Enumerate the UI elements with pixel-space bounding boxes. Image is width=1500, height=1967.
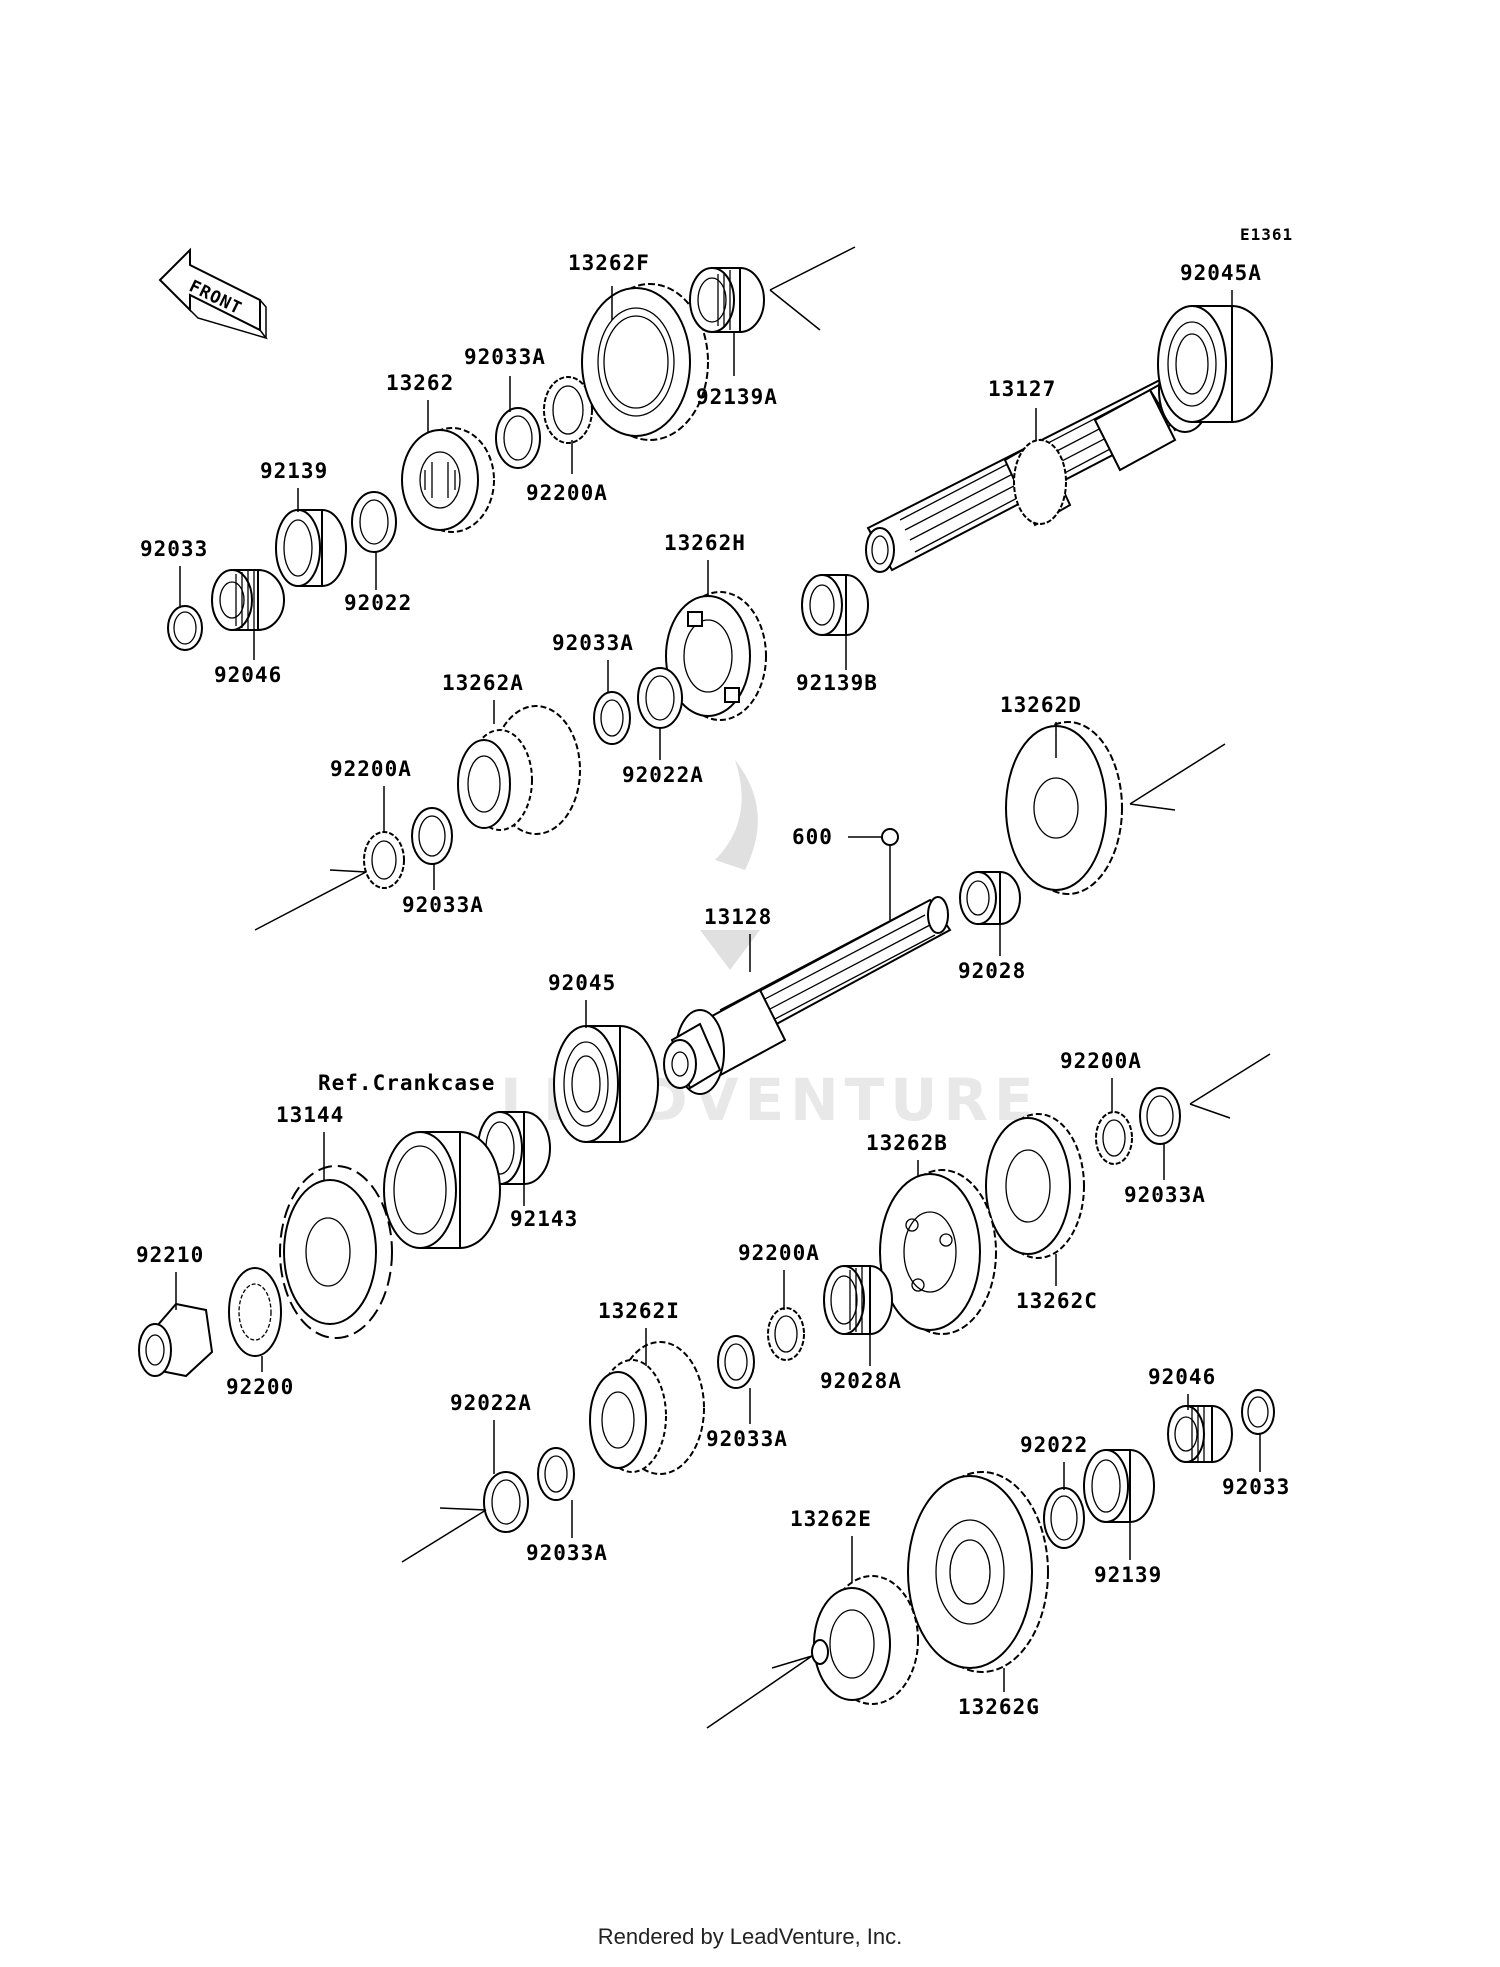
label-13262i[interactable]: 13262I: [598, 1299, 680, 1323]
label-92022-bottom[interactable]: 92022: [1020, 1433, 1088, 1457]
label-600[interactable]: 600: [792, 825, 833, 849]
toothed-washer-92200a-upper[interactable]: [543, 376, 593, 444]
snap-ring-92033a-upper[interactable]: [495, 407, 541, 469]
gear-13262d[interactable]: [1005, 721, 1123, 895]
label-13262c[interactable]: 13262C: [1016, 1289, 1098, 1313]
label-92028[interactable]: 92028: [958, 959, 1026, 983]
label-13262g[interactable]: 13262G: [958, 1695, 1040, 1719]
bushing-92028a[interactable]: [823, 1265, 893, 1335]
label-92200a-right[interactable]: 92200A: [1060, 1049, 1142, 1073]
assembly-arrow-bottom-left: [401, 1507, 487, 1563]
snap-ring-92033[interactable]: [167, 605, 203, 651]
collar-92139-bottom[interactable]: [1083, 1449, 1155, 1523]
label-92200a-lower[interactable]: 92200A: [738, 1241, 820, 1265]
gear-13262g[interactable]: [907, 1471, 1049, 1673]
gear-13262b[interactable]: [879, 1169, 997, 1335]
toothed-washer-92200a-right[interactable]: [1095, 1111, 1133, 1165]
gear-13262i[interactable]: [589, 1341, 705, 1475]
label-92022a-bottom[interactable]: 92022A: [450, 1391, 532, 1415]
needle-bearing-92046[interactable]: [211, 569, 285, 631]
footer-credit: Rendered by LeadVenture, Inc.: [597, 1924, 903, 1949]
toothed-washer-92200a-left[interactable]: [363, 831, 405, 889]
lock-washer-92200[interactable]: [228, 1267, 282, 1357]
snap-ring-92033a-lower[interactable]: [717, 1335, 755, 1389]
grease-point-icon: [881, 828, 899, 846]
label-92022a-mid[interactable]: 92022A: [622, 763, 704, 787]
snap-ring-92033a-bottom-left[interactable]: [537, 1447, 575, 1501]
snap-ring-92033a-left[interactable]: [411, 807, 453, 865]
label-92139-bottom[interactable]: 92139: [1094, 1563, 1162, 1587]
label-92200[interactable]: 92200: [226, 1375, 294, 1399]
label-92210[interactable]: 92210: [136, 1243, 204, 1267]
label-92033a-bottom[interactable]: 92033A: [526, 1541, 608, 1565]
shaft-13128[interactable]: [663, 896, 952, 1095]
label-13127[interactable]: 13127: [988, 377, 1056, 401]
snap-ring-92033a-mid[interactable]: [593, 691, 631, 745]
label-13262a[interactable]: 13262A: [442, 671, 524, 695]
ball-bearing-92045a[interactable]: [1157, 305, 1273, 423]
leader-lines: [175, 286, 1261, 1692]
label-13262h[interactable]: 13262H: [664, 531, 746, 555]
label-13262d[interactable]: 13262D: [1000, 693, 1082, 717]
label-92143[interactable]: 92143: [510, 1207, 578, 1231]
washer-92022a-bottom-left[interactable]: [483, 1471, 529, 1533]
assembly-arrow-right-upper: [1129, 743, 1226, 811]
gear-13262a[interactable]: [457, 705, 581, 835]
collar-92139[interactable]: [275, 509, 347, 587]
bushing-92139a[interactable]: [689, 267, 765, 333]
label-92033a-lower[interactable]: 92033A: [706, 1427, 788, 1451]
label-92045a[interactable]: 92045A: [1180, 261, 1262, 285]
label-92046[interactable]: 92046: [214, 663, 282, 687]
label-92139a[interactable]: 92139A: [696, 385, 778, 409]
label-13262f[interactable]: 13262F: [568, 251, 650, 275]
snap-ring-92033-bottom[interactable]: [1241, 1389, 1275, 1435]
bushing-92139b[interactable]: [801, 574, 869, 636]
assembly-arrow-left: [254, 869, 367, 931]
assembly-arrow-right-mid: [1189, 1053, 1271, 1119]
sprocket-13144[interactable]: [279, 1165, 393, 1339]
label-92033a-right[interactable]: 92033A: [1124, 1183, 1206, 1207]
washer-92022-bottom[interactable]: [1043, 1487, 1085, 1549]
label-92200a-upper[interactable]: 92200A: [526, 481, 608, 505]
label-92033-bottom[interactable]: 92033: [1222, 1475, 1290, 1499]
needle-bearing-92046-bottom[interactable]: [1167, 1405, 1233, 1463]
label-92200a-left[interactable]: 92200A: [330, 757, 412, 781]
label-92139b[interactable]: 92139B: [796, 671, 878, 695]
label-92033a-upper[interactable]: 92033A: [464, 345, 546, 369]
label-92033a-left[interactable]: 92033A: [402, 893, 484, 917]
nut-92210[interactable]: [138, 1302, 214, 1378]
gear-13262h[interactable]: [665, 591, 767, 721]
toothed-washer-92200a-lower[interactable]: [767, 1307, 805, 1361]
label-92022[interactable]: 92022: [344, 591, 412, 615]
label-92033[interactable]: 92033: [140, 537, 208, 561]
label-13262e[interactable]: 13262E: [790, 1507, 872, 1531]
watermark-logo: [700, 760, 760, 970]
washer-92022[interactable]: [351, 491, 397, 553]
label-13128[interactable]: 13128: [704, 905, 772, 929]
label-ref-crankcase: Ref.Crankcase: [318, 1071, 495, 1095]
assembly-arrow-bottom: [706, 1655, 813, 1729]
label-92033a-mid[interactable]: 92033A: [552, 631, 634, 655]
gear-13262[interactable]: [401, 427, 495, 533]
part-labels: 13262F 92139A 92045A 92033A 13262 92200A…: [136, 251, 1290, 1719]
oil-seal-crankcase[interactable]: [383, 1131, 501, 1249]
front-arrow-icon: FRONT: [158, 247, 268, 340]
gear-13262c[interactable]: [985, 1113, 1085, 1259]
washer-92022a-mid[interactable]: [637, 667, 683, 729]
assembly-arrow-upper: [769, 246, 856, 331]
snap-ring-92033a-right[interactable]: [1139, 1087, 1181, 1145]
label-13144[interactable]: 13144: [276, 1103, 344, 1127]
label-13262[interactable]: 13262: [386, 371, 454, 395]
label-13262b[interactable]: 13262B: [866, 1131, 948, 1155]
gear-13262e[interactable]: [811, 1575, 919, 1705]
label-92139[interactable]: 92139: [260, 459, 328, 483]
label-92046-bottom[interactable]: 92046: [1148, 1365, 1216, 1389]
diagram-code: E1361: [1240, 225, 1293, 244]
gear-13262f[interactable]: [581, 283, 709, 441]
label-92045[interactable]: 92045: [548, 971, 616, 995]
bushing-92028[interactable]: [959, 871, 1021, 925]
ball-bearing-92045[interactable]: [553, 1025, 659, 1143]
label-92028a[interactable]: 92028A: [820, 1369, 902, 1393]
